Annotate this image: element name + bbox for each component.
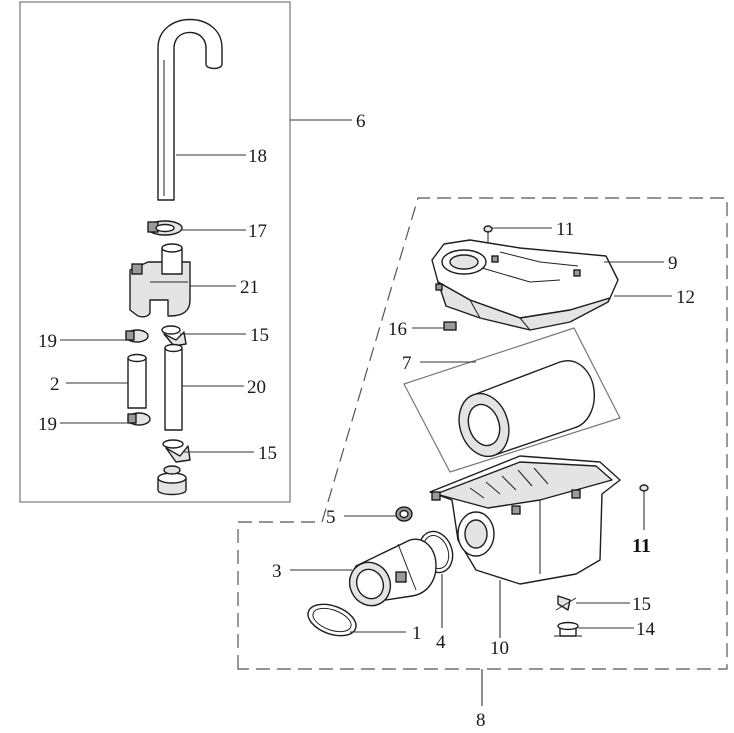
callout-6: 6 (356, 111, 366, 132)
callout-19a: 19 (38, 331, 57, 352)
part-15-clip-lower (162, 439, 191, 463)
callout-16: 16 (388, 319, 407, 340)
part-16-foam-pad (443, 321, 457, 331)
part-10-airbox-body (429, 455, 621, 585)
callout-19b: 19 (38, 414, 57, 435)
callout-4: 4 (436, 632, 446, 653)
part-20-long-tube (164, 343, 183, 431)
part-11-screw-right (639, 484, 649, 502)
part-1-ring (307, 603, 357, 637)
callout-18: 18 (248, 146, 267, 167)
part-14-drain-cap (554, 621, 582, 637)
part-17-hose-clamp (147, 220, 183, 236)
callout-5: 5 (326, 507, 336, 528)
part-drain-plug (157, 465, 187, 496)
callout-11b: 11 (632, 535, 651, 557)
part-2-short-tube (127, 353, 147, 409)
callout-9: 9 (668, 253, 678, 274)
callout-3: 3 (272, 561, 282, 582)
callout-8: 8 (476, 710, 486, 731)
callout-2: 2 (50, 374, 60, 395)
part-7-filter-element (403, 327, 621, 473)
callout-15c: 15 (632, 594, 651, 615)
part-19-clamp-lower (127, 412, 151, 426)
callout-10: 10 (490, 638, 509, 659)
part-18-breather-hose (157, 18, 223, 201)
callout-7: 7 (402, 353, 412, 374)
part-21-breather-separator (129, 243, 191, 318)
part-19-clamp-upper (125, 329, 149, 343)
callout-15b: 15 (258, 443, 277, 464)
callout-17: 17 (248, 221, 267, 242)
part-11-screw-top (483, 225, 493, 244)
part-9-airbox-lid (431, 239, 619, 331)
part-5-grommet (395, 506, 413, 522)
callout-21: 21 (240, 277, 259, 298)
group-box-6 (19, 1, 291, 503)
part-3-intake-boot (348, 538, 437, 607)
callout-15a: 15 (250, 325, 269, 346)
part-15-clip-upper (161, 325, 187, 347)
callout-20: 20 (247, 377, 266, 398)
group-box-8 (237, 197, 728, 670)
callout-11a: 11 (556, 219, 574, 240)
callout-1: 1 (412, 623, 422, 644)
callout-14: 14 (636, 619, 656, 640)
part-15-clip-right (555, 595, 577, 611)
callout-12: 12 (676, 287, 695, 308)
